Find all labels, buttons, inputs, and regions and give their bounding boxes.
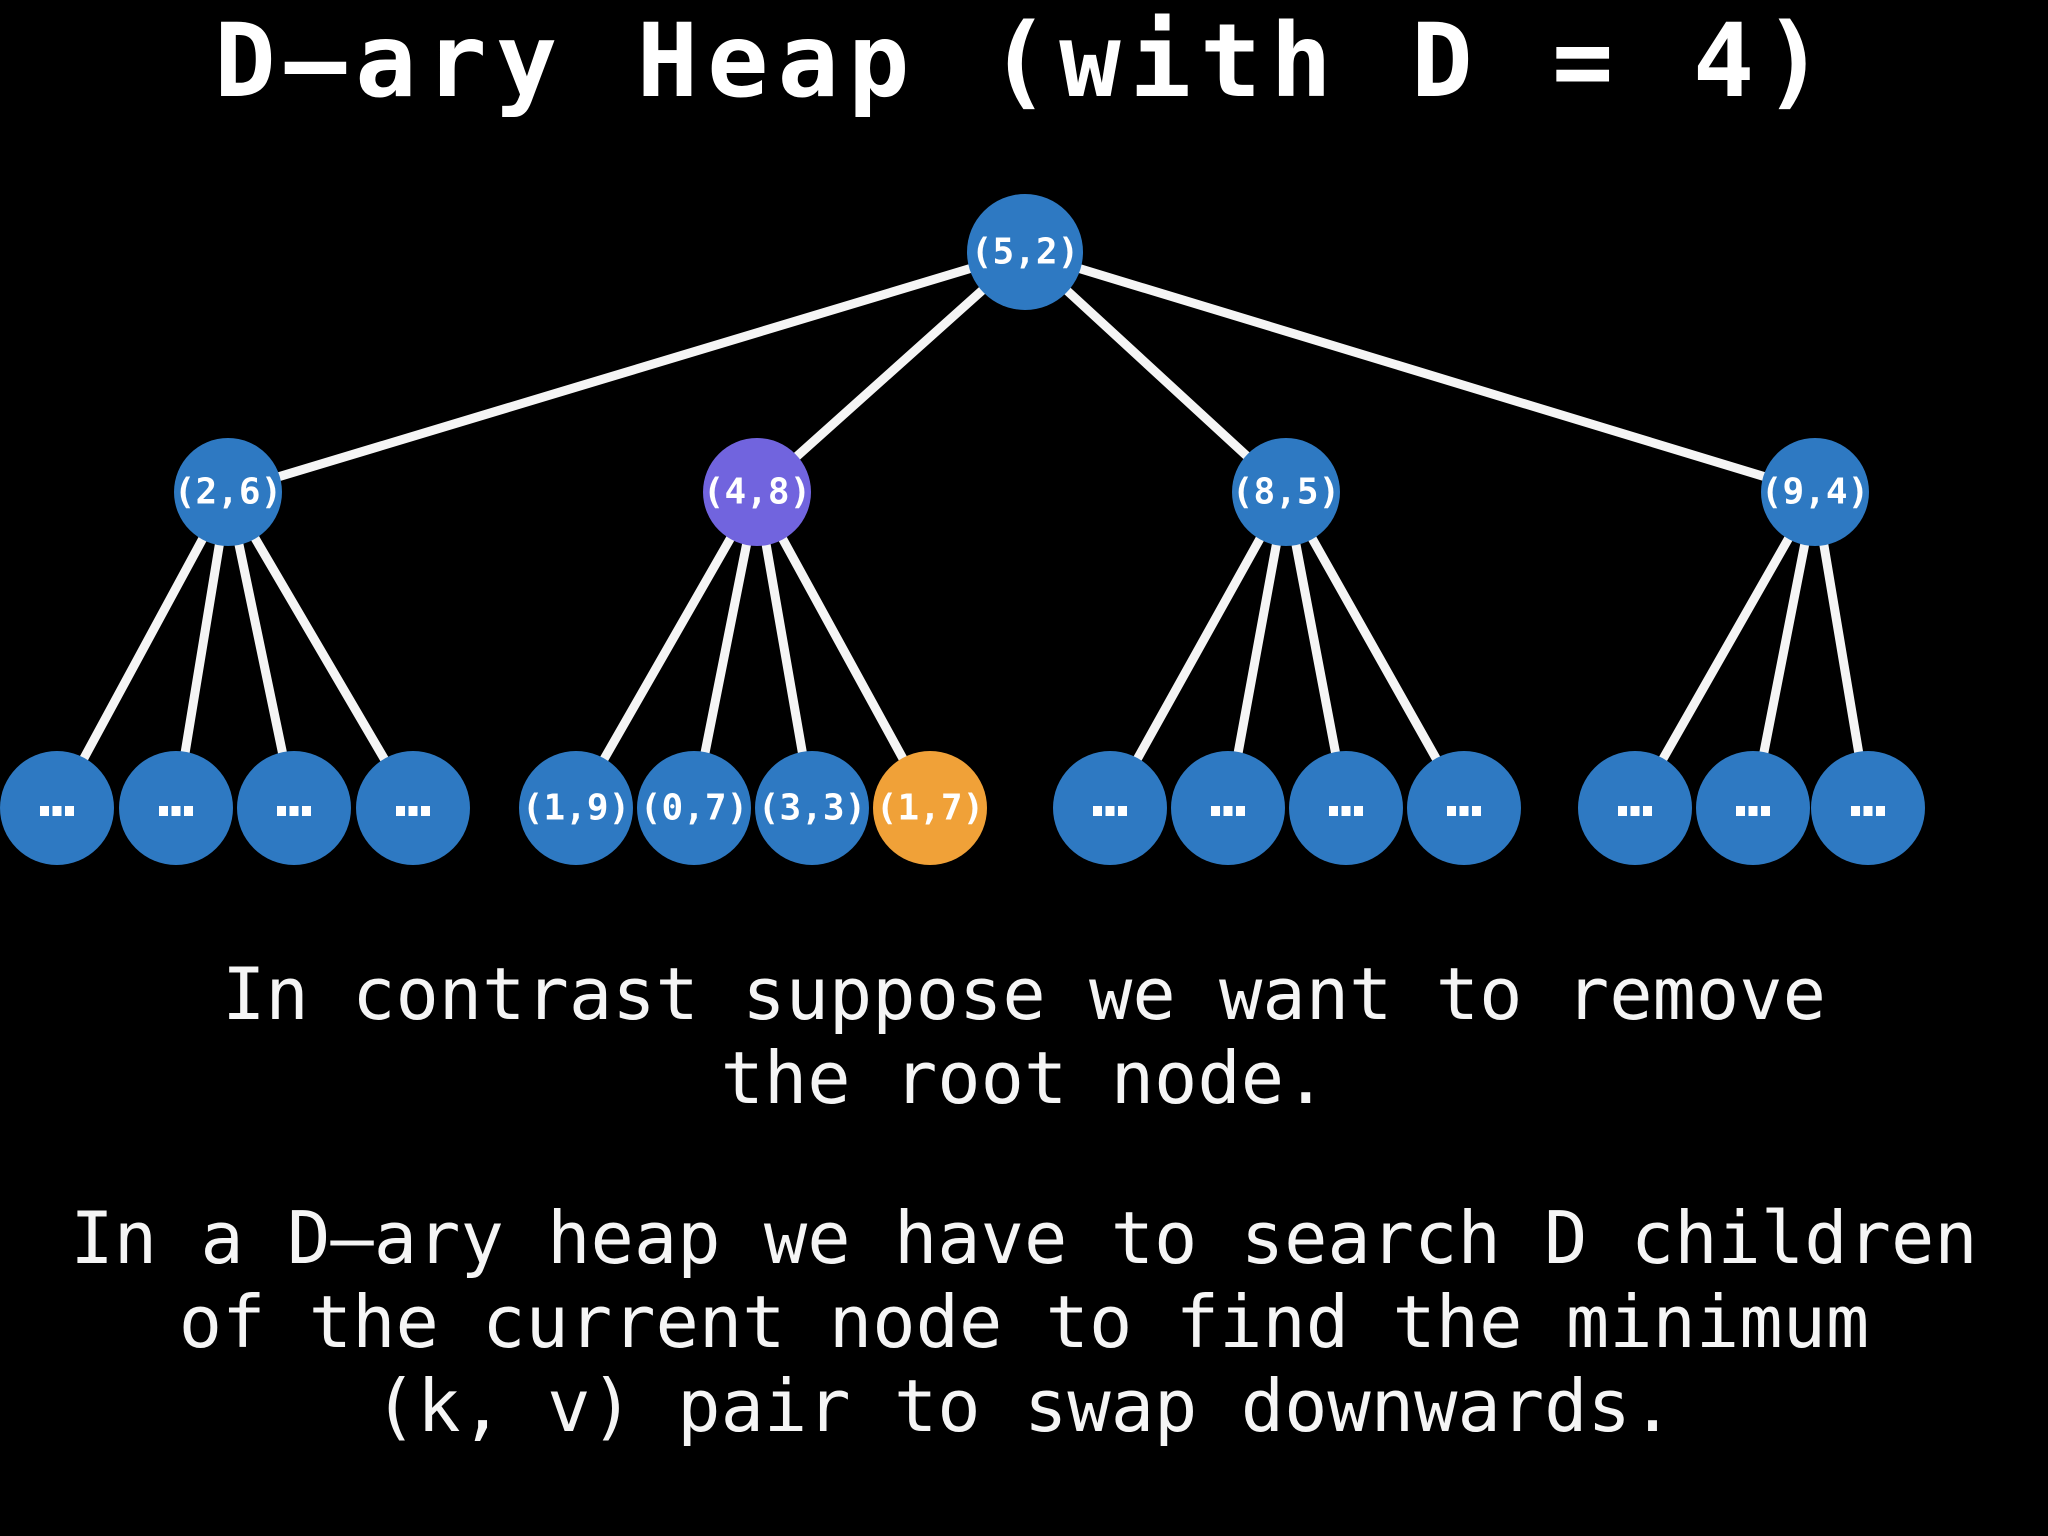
- tree-node-n3: [1232, 438, 1340, 546]
- tree-node-n4: [1761, 438, 1869, 546]
- paragraph-search-children: In a D–ary heap we have to search D chil…: [0, 1196, 2048, 1448]
- tree-edge-n3-n3c4: [1281, 487, 1469, 813]
- tree-node-ellipsis-dot: [408, 806, 418, 816]
- tree-node-ellipsis-dot: [302, 806, 311, 816]
- tree-node-ellipsis-dot: [1211, 806, 1220, 816]
- tree-node-label-n2c4: (1,7): [876, 788, 984, 829]
- tree-edge-root-n4: [1020, 247, 1820, 497]
- tree-node-label-n2c1: (1,9): [522, 788, 630, 829]
- tree-edge-n3-n3c1: [1105, 487, 1291, 813]
- tree-node-ellipsis-dot: [1329, 806, 1338, 816]
- tree-node-ellipsis-dot: [52, 806, 62, 816]
- paragraph-line: In contrast suppose we want to remove: [222, 952, 1826, 1036]
- tree-node-n1: [174, 438, 282, 546]
- tree-node-label-n4: (9,4): [1761, 472, 1869, 513]
- tree-node-ellipsis-dot: [396, 806, 405, 816]
- paragraph-remove-root: In contrast suppose we want to remove th…: [0, 952, 2048, 1120]
- tree-node-ellipsis-dot: [1748, 806, 1758, 816]
- tree-nodes: (5,2) (2,6) (4,8) (8,5) (9,4) (1,9)(0,7)(3,3)…: [0, 194, 1925, 865]
- tree-node-ellipsis-dot: [1236, 806, 1245, 816]
- tree-node-ellipsis-dot: [277, 806, 286, 816]
- tree-edge-root-n2: [752, 247, 1030, 497]
- tree-node-ellipsis-dot: [171, 806, 181, 816]
- tree-node-ellipsis-dot: [1736, 806, 1745, 816]
- tree-node-ellipsis-dot: [421, 806, 430, 816]
- tree-node-ellipsis-dot: [1643, 806, 1652, 816]
- tree-node-ellipsis-dot: [159, 806, 168, 816]
- tree-node-ellipsis-dot: [1630, 806, 1640, 816]
- tree-node-ellipsis-dot: [1472, 806, 1481, 816]
- tree-node-ellipsis-dot: [1618, 806, 1627, 816]
- tree-node-label-n3: (8,5): [1232, 472, 1340, 513]
- tree-node-ellipsis-dot: [1876, 806, 1885, 816]
- tree-node-root: [967, 194, 1083, 310]
- tree-node-ellipsis-dot: [1341, 806, 1351, 816]
- tree-node-ellipsis-dot: [1761, 806, 1770, 816]
- tree-node-n2c4: [873, 751, 987, 865]
- paragraph-line: of the current node to find the minimum: [178, 1280, 1870, 1364]
- tree-node-ellipsis-dot: [289, 806, 299, 816]
- tree-node-ellipsis-dot: [1459, 806, 1469, 816]
- tree-node-label-n2: (4,8): [703, 472, 811, 513]
- tree-node-n2: [703, 438, 811, 546]
- tree-node-n2c2: [637, 751, 751, 865]
- tree-node-ellipsis-dot: [184, 806, 193, 816]
- tree-node-ellipsis-dot: [1223, 806, 1233, 816]
- tree-node-label-n2c2: (0,7): [640, 788, 748, 829]
- tree-edge-n1-n1c4: [223, 487, 418, 813]
- tree-edge-root-n1: [223, 247, 1030, 497]
- tree-edge-n2-n2c1: [571, 487, 762, 813]
- tree-edge-n4-n4c1: [1630, 487, 1820, 813]
- tree-edges: [52, 247, 1873, 813]
- tree-edge-n2-n2c4: [752, 487, 935, 813]
- tree-edge-root-n3: [1020, 247, 1291, 497]
- tree-edge-n1-n1c1: [52, 487, 233, 813]
- heap-tree-diagram: (5,2) (2,6) (4,8) (8,5) (9,4) (1,9)(0,7)(3,3)…: [0, 194, 1925, 865]
- tree-node-label-root: (5,2): [971, 232, 1079, 273]
- tree-node-ellipsis-dot: [1354, 806, 1363, 816]
- tree-node-ellipsis-dot: [40, 806, 49, 816]
- tree-node-ellipsis-dot: [1093, 806, 1102, 816]
- paragraph-line: the root node.: [720, 1036, 1328, 1120]
- tree-node-ellipsis-dot: [1863, 806, 1873, 816]
- tree-node-ellipsis-dot: [1105, 806, 1115, 816]
- paragraph-line: In a D–ary heap we have to search D chil…: [70, 1196, 1978, 1280]
- tree-node-ellipsis-dot: [1851, 806, 1860, 816]
- paragraph-line: (k, v) pair to swap downwards.: [373, 1364, 1675, 1448]
- tree-node-n2c1: [519, 751, 633, 865]
- slide-title: D–ary Heap (with D = 4): [214, 2, 1834, 121]
- tree-node-ellipsis-dot: [1118, 806, 1127, 816]
- tree-node-label-n2c3: (3,3): [758, 788, 866, 829]
- tree-node-ellipsis-dot: [65, 806, 74, 816]
- tree-node-ellipsis-dot: [1447, 806, 1456, 816]
- tree-node-n2c3: [755, 751, 869, 865]
- tree-node-label-n1: (2,6): [174, 472, 282, 513]
